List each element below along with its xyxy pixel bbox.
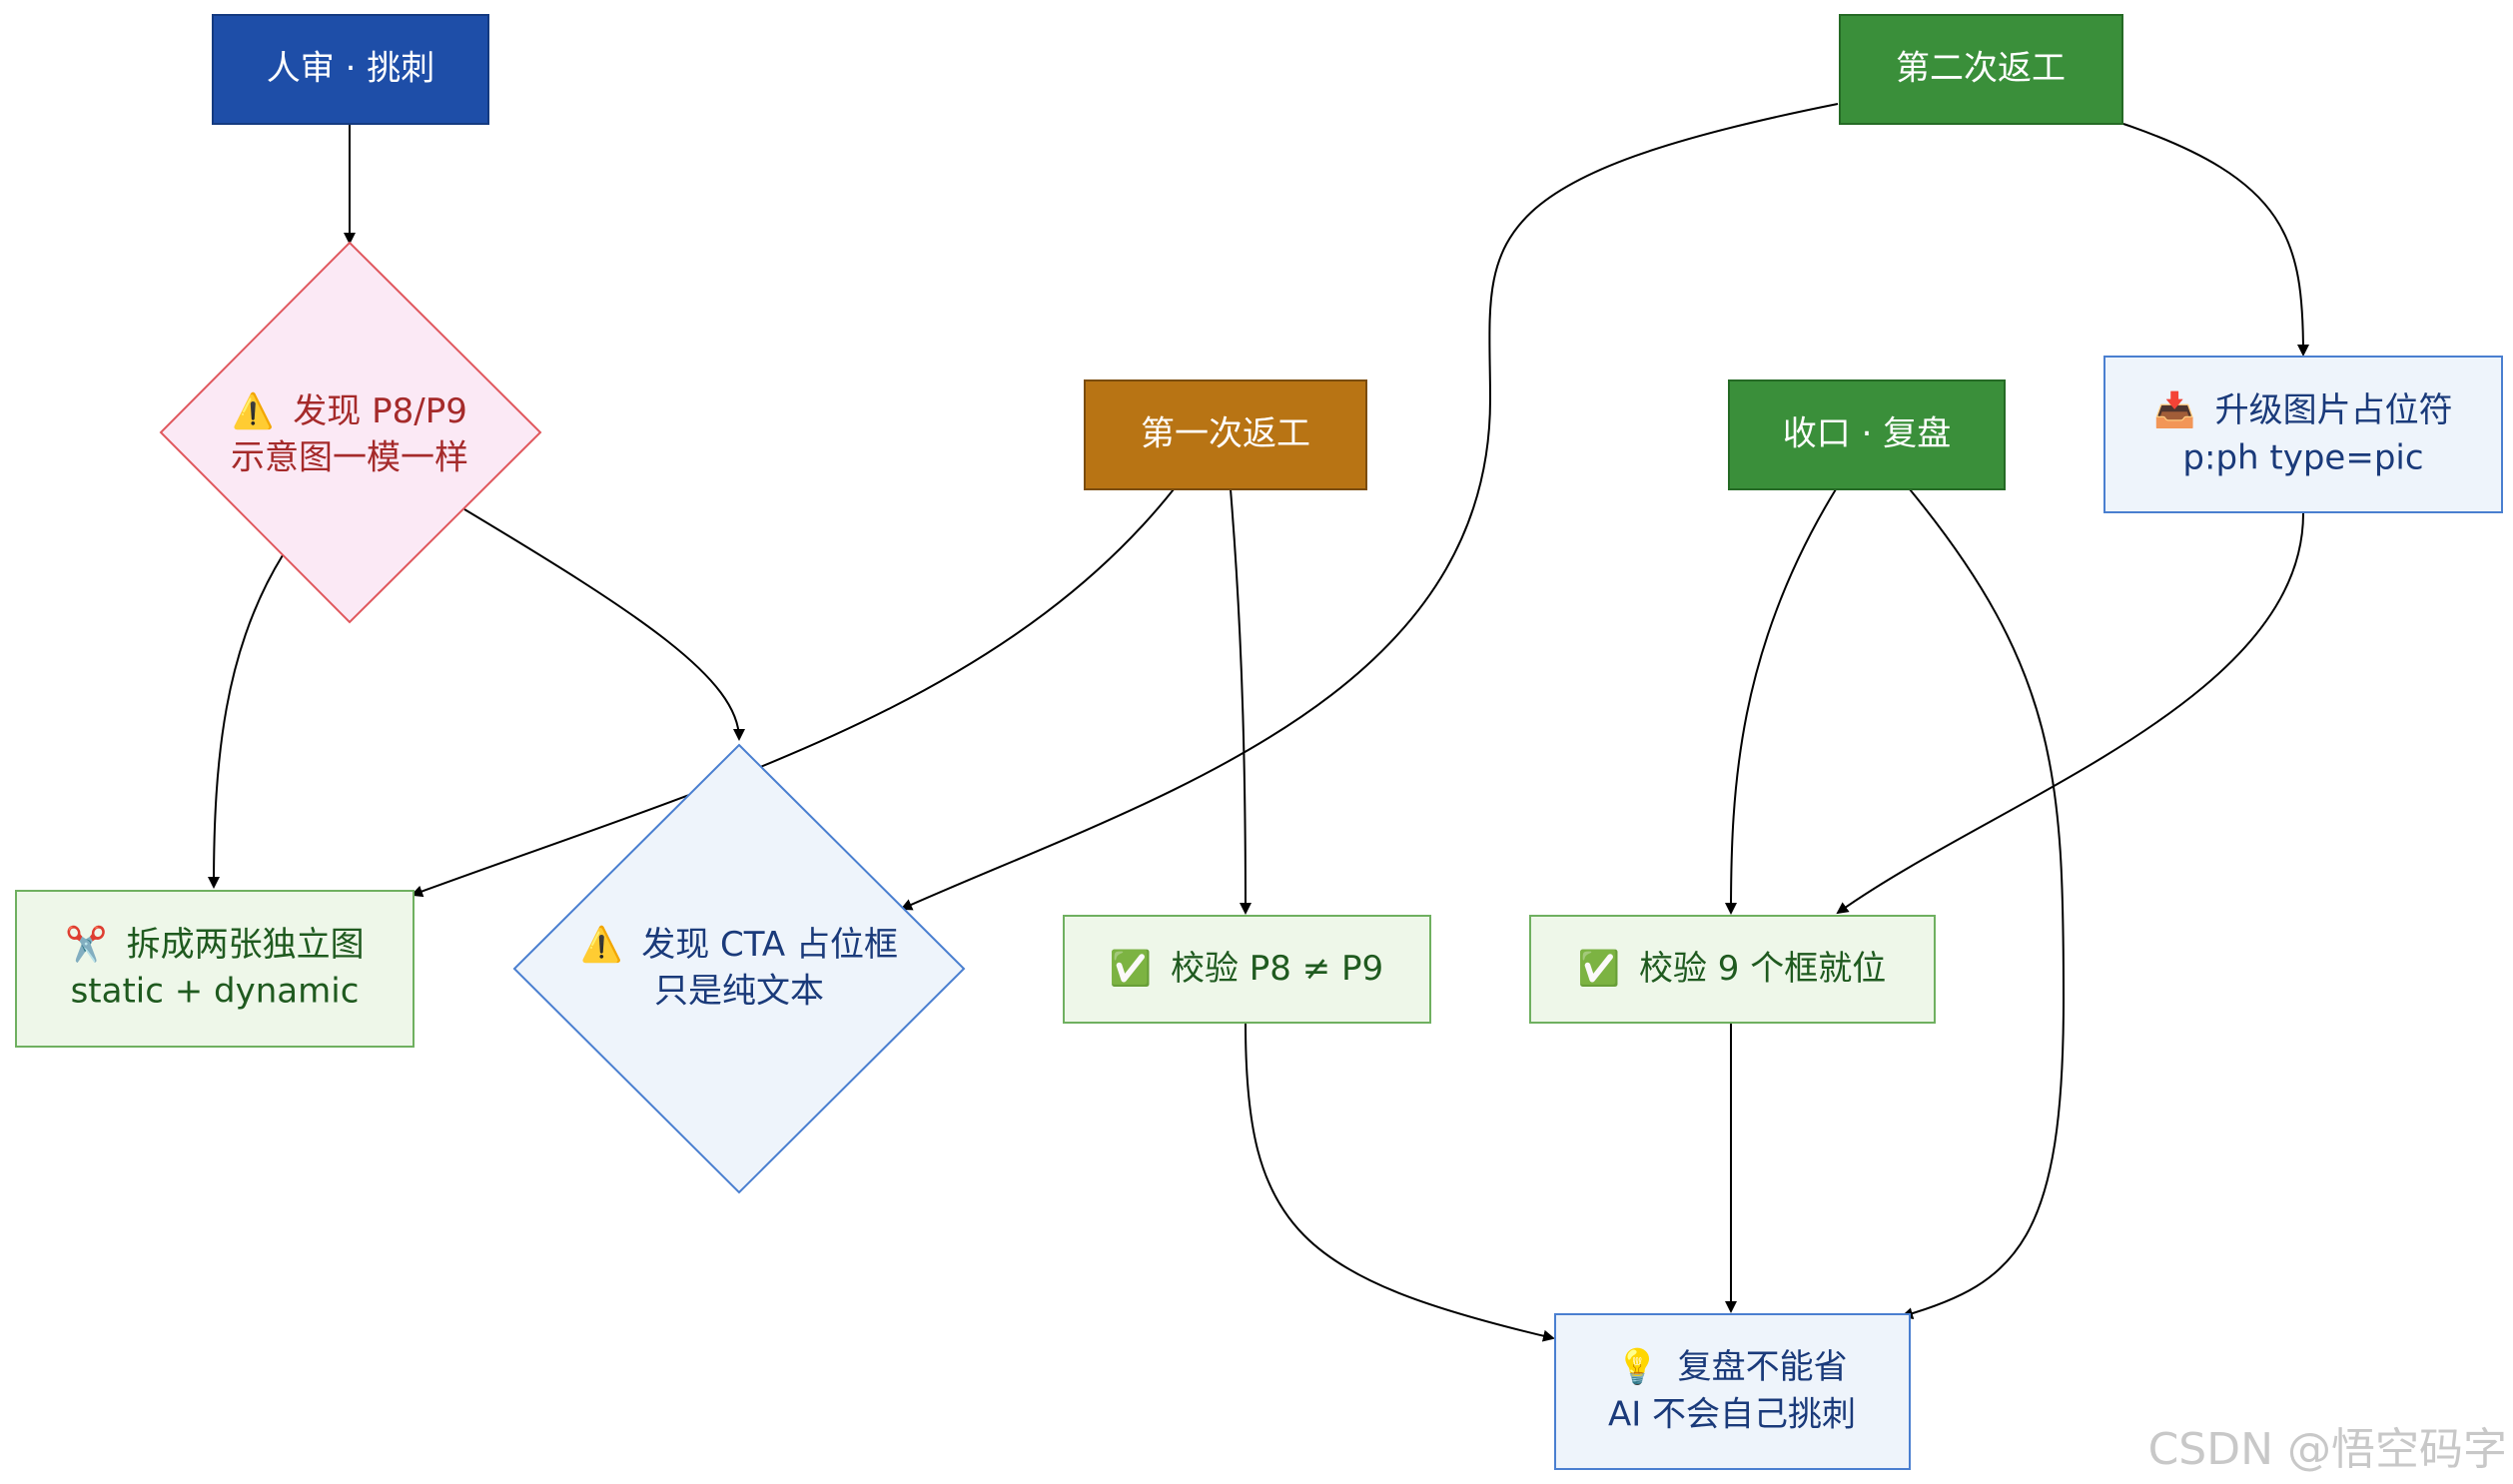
light-bulb-icon: 💡 bbox=[1616, 1347, 1658, 1387]
edge-find-p8p9-to-split bbox=[208, 554, 284, 889]
node-retro-line2: AI 不会自己挑刺 bbox=[1608, 1395, 1856, 1435]
node-check-p8p9: ✅ 校验 P8 ≠ P9 bbox=[1063, 915, 1431, 1024]
edge-wrapup-to-check-9 bbox=[1725, 488, 1837, 915]
edge-rework1-to-check-p8p9 bbox=[1230, 488, 1252, 915]
inbox-tray-icon: 📥 bbox=[2153, 390, 2195, 430]
edge-check-p8p9-to-retro bbox=[1245, 1022, 1555, 1342]
node-review: 人审 · 挑刺 bbox=[212, 14, 489, 125]
node-check-9-line1: 校验 9 个框就位 bbox=[1639, 949, 1886, 989]
scissors-icon: ✂️ bbox=[65, 924, 107, 965]
edge-wrapup-to-retro bbox=[1901, 488, 2066, 1320]
node-check-9: ✅ 校验 9 个框就位 bbox=[1529, 915, 1936, 1024]
svg-text:⚠️ 发现 P8/P9: ⚠️ 发现 P8/P9 bbox=[232, 391, 467, 431]
edge-rework2-to-find-cta bbox=[900, 103, 1839, 911]
node-wrapup-label: 收口 · 复盘 bbox=[1783, 414, 1951, 454]
node-retro-line1: 复盘不能省 bbox=[1678, 1347, 1848, 1387]
node-find-p8p9: ⚠️ 发现 P8/P9 示意图一模一样 bbox=[159, 241, 542, 624]
svg-text:⚠️ 发现 CTA 占位框: ⚠️ 发现 CTA 占位框 bbox=[580, 925, 898, 965]
node-split-line2: static + dynamic bbox=[71, 972, 360, 1012]
svg-text:✅ 校验 P8 ≠ P9: ✅ 校验 P8 ≠ P9 bbox=[1110, 949, 1383, 989]
node-upgrade-ph-line1: 升级图片占位符 bbox=[2215, 390, 2453, 430]
node-upgrade-ph: 📥 升级图片占位符 p:ph type=pic bbox=[2103, 356, 2503, 513]
svg-text:💡 复盘不能省: 💡 复盘不能省 bbox=[1616, 1347, 1847, 1387]
node-rework2-label: 第二次返工 bbox=[1896, 49, 2066, 89]
check-mark-icon: ✅ bbox=[1578, 949, 1620, 989]
node-review-label: 人审 · 挑刺 bbox=[267, 49, 434, 89]
svg-text:📥 升级图片占位符: 📥 升级图片占位符 bbox=[2153, 390, 2452, 430]
node-split-line1: 拆成两张独立图 bbox=[127, 925, 365, 965]
node-find-p8p9-line1: 发现 P8/P9 bbox=[293, 391, 467, 431]
svg-text:✂️ 拆成两张独立图: ✂️ 拆成两张独立图 bbox=[65, 924, 364, 965]
node-check-p8p9-line1: 校验 P8 ≠ P9 bbox=[1171, 949, 1383, 989]
warning-icon: ⚠️ bbox=[232, 391, 274, 431]
check-mark-icon: ✅ bbox=[1110, 949, 1152, 989]
warning-icon: ⚠️ bbox=[580, 925, 622, 965]
node-rework1: 第一次返工 bbox=[1084, 379, 1367, 490]
edge-find-p8p9-to-find-cta bbox=[463, 508, 745, 741]
node-upgrade-ph-line2: p:ph type=pic bbox=[2182, 438, 2423, 478]
node-find-cta-line2: 只是纯文本 bbox=[654, 972, 824, 1012]
node-find-p8p9-line2: 示意图一模一样 bbox=[231, 438, 468, 478]
node-find-cta-line1: 发现 CTA 占位框 bbox=[641, 925, 898, 965]
node-wrapup: 收口 · 复盘 bbox=[1728, 379, 2006, 490]
edge-rework2-to-upgrade-ph bbox=[2122, 123, 2309, 357]
edges bbox=[208, 103, 2309, 1342]
edge-upgrade-ph-to-check-9 bbox=[1836, 512, 2304, 915]
node-rework2: 第二次返工 bbox=[1839, 14, 2123, 125]
svg-text:✅ 校验 9 个框就位: ✅ 校验 9 个框就位 bbox=[1578, 949, 1886, 989]
node-retro: 💡 复盘不能省 AI 不会自己挑刺 bbox=[1554, 1313, 1911, 1470]
node-rework1-label: 第一次返工 bbox=[1141, 414, 1310, 454]
edge-rework1-to-split bbox=[411, 488, 1175, 898]
node-find-cta: ⚠️ 发现 CTA 占位框 只是纯文本 bbox=[512, 743, 966, 1194]
watermark: CSDN @悟空码字 bbox=[2148, 1424, 2507, 1475]
node-split: ✂️ 拆成两张独立图 static + dynamic bbox=[15, 890, 415, 1048]
